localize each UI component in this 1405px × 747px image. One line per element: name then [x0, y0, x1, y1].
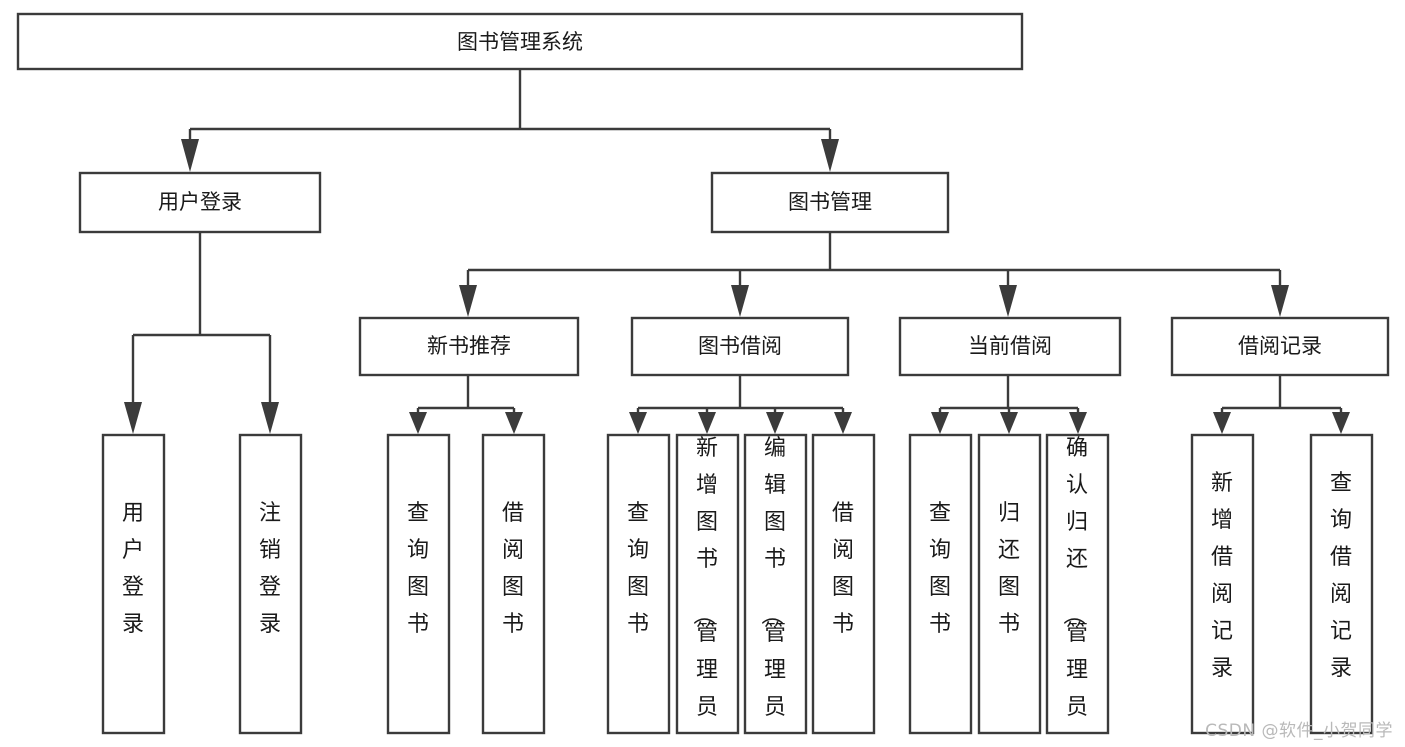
leaf-node[interactable]: 用户登录 [101, 433, 166, 735]
node-current-borrow-label: 当前借阅 [968, 334, 1052, 358]
leaf-node[interactable]: 查询借阅记录 [1309, 433, 1374, 735]
leaf-node[interactable]: 编辑图书（管理员） [743, 433, 808, 747]
leaf-label-query-book-rec: 查询图书 [407, 501, 429, 637]
leaf-label-borrow-book: 借阅图书 [832, 501, 854, 637]
node-borrow-record[interactable]: 借阅记录 [1170, 316, 1390, 377]
leaf-label-confirm-return-admin: 确认归还（管理员） [1060, 436, 1088, 747]
node-book-management-label: 图书管理 [788, 190, 872, 214]
arrowhead-leaf-11 [1213, 412, 1231, 434]
node-root-box[interactable] [16, 12, 1024, 71]
leaf-node[interactable]: 归还图书 [977, 433, 1042, 735]
arrowhead-leaf-6 [766, 412, 784, 434]
arrowhead-leaf-10 [1069, 412, 1087, 434]
leaf-label-edit-book-admin: 编辑图书（管理员） [758, 436, 786, 747]
leaf-label-add-book-admin: 新增图书（管理员） [690, 436, 718, 747]
leaf-box-borrow-book-rec[interactable] [481, 433, 546, 735]
leaf-node[interactable]: 新增图书（管理员） [675, 433, 740, 747]
arrowhead-leaf-3 [505, 412, 523, 434]
arrowhead-level1-1 [821, 139, 839, 172]
leaf-box-user-login[interactable] [101, 433, 166, 735]
leaf-node[interactable]: 新增借阅记录 [1190, 433, 1255, 735]
leaf-node[interactable]: 借阅图书 [811, 433, 876, 735]
arrowhead-leaf-4 [629, 412, 647, 434]
leaf-box-query-book-borrow[interactable] [606, 433, 671, 735]
leaf-node[interactable]: 查询图书 [606, 433, 671, 735]
node-book-management-box[interactable] [710, 171, 950, 234]
node-book-borrow[interactable]: 图书借阅 [630, 316, 850, 377]
arrowhead-level2-0 [459, 285, 477, 317]
arrowhead-level1-0 [181, 139, 199, 172]
node-current-borrow-box[interactable] [898, 316, 1122, 377]
node-book-borrow-label: 图书借阅 [698, 334, 782, 358]
leaf-label-add-borrow-record: 新增借阅记录 [1211, 471, 1233, 681]
leaf-box-edit-book-admin[interactable] [743, 433, 808, 735]
arrowhead-level2-2 [999, 285, 1017, 317]
node-borrow-record-box[interactable] [1170, 316, 1390, 377]
arrowhead-leaf-9 [1000, 412, 1018, 434]
leaf-box-confirm-return-admin[interactable] [1045, 433, 1110, 735]
leaf-node[interactable]: 查询图书 [908, 433, 973, 735]
arrowhead-level2-3 [1271, 285, 1289, 317]
node-book-management[interactable]: 图书管理 [710, 171, 950, 234]
node-new-book-recommend-label: 新书推荐 [427, 334, 511, 358]
leaf-box-borrow-book[interactable] [811, 433, 876, 735]
leaf-box-logout[interactable] [238, 433, 303, 735]
node-borrow-record-label: 借阅记录 [1238, 334, 1322, 358]
node-new-book-recommend-box[interactable] [358, 316, 580, 377]
leaf-label-query-borrow-record: 查询借阅记录 [1330, 471, 1352, 681]
node-book-borrow-box[interactable] [630, 316, 850, 377]
arrowhead-leaf-5 [698, 412, 716, 434]
node-user-login-box[interactable] [78, 171, 322, 234]
node-user-login[interactable]: 用户登录 [78, 171, 322, 234]
leaf-label-query-book-borrow: 查询图书 [627, 501, 649, 637]
leaf-box-query-book-current[interactable] [908, 433, 973, 735]
arrowhead-leaf-2 [409, 412, 427, 434]
leaf-node[interactable]: 借阅图书 [481, 433, 546, 735]
node-new-book-recommend[interactable]: 新书推荐 [358, 316, 580, 377]
node-root[interactable]: 图书管理系统 [16, 12, 1024, 71]
arrowhead-leaf-8 [931, 412, 949, 434]
leaf-label-return-book: 归还图书 [998, 501, 1020, 637]
arrowhead-leaf-0 [124, 402, 142, 434]
leaf-box-return-book[interactable] [977, 433, 1042, 735]
leaf-label-user-login: 用户登录 [122, 501, 144, 637]
leaf-node[interactable]: 确认归还（管理员） [1045, 433, 1110, 747]
node-user-login-label: 用户登录 [158, 190, 242, 214]
arrowhead-leaf-1 [261, 402, 279, 434]
node-root-label: 图书管理系统 [457, 30, 583, 54]
arrowhead-leaf-7 [834, 412, 852, 434]
leaf-label-logout: 注销登录 [259, 501, 281, 637]
leaf-label-query-book-current: 查询图书 [929, 501, 951, 637]
leaf-box-query-borrow-record[interactable] [1309, 433, 1374, 735]
arrowhead-leaf-12 [1332, 412, 1350, 434]
leaf-box-add-borrow-record[interactable] [1190, 433, 1255, 735]
leaf-box-add-book-admin[interactable] [675, 433, 740, 735]
leaf-node[interactable]: 注销登录 [238, 433, 303, 735]
connector-layer [124, 69, 1350, 434]
leaf-label-borrow-book-rec: 借阅图书 [502, 501, 524, 637]
arrowhead-level2-1 [731, 285, 749, 317]
leaf-node[interactable]: 查询图书 [386, 433, 451, 735]
node-current-borrow[interactable]: 当前借阅 [898, 316, 1122, 377]
leaf-box-query-book-rec[interactable] [386, 433, 451, 735]
